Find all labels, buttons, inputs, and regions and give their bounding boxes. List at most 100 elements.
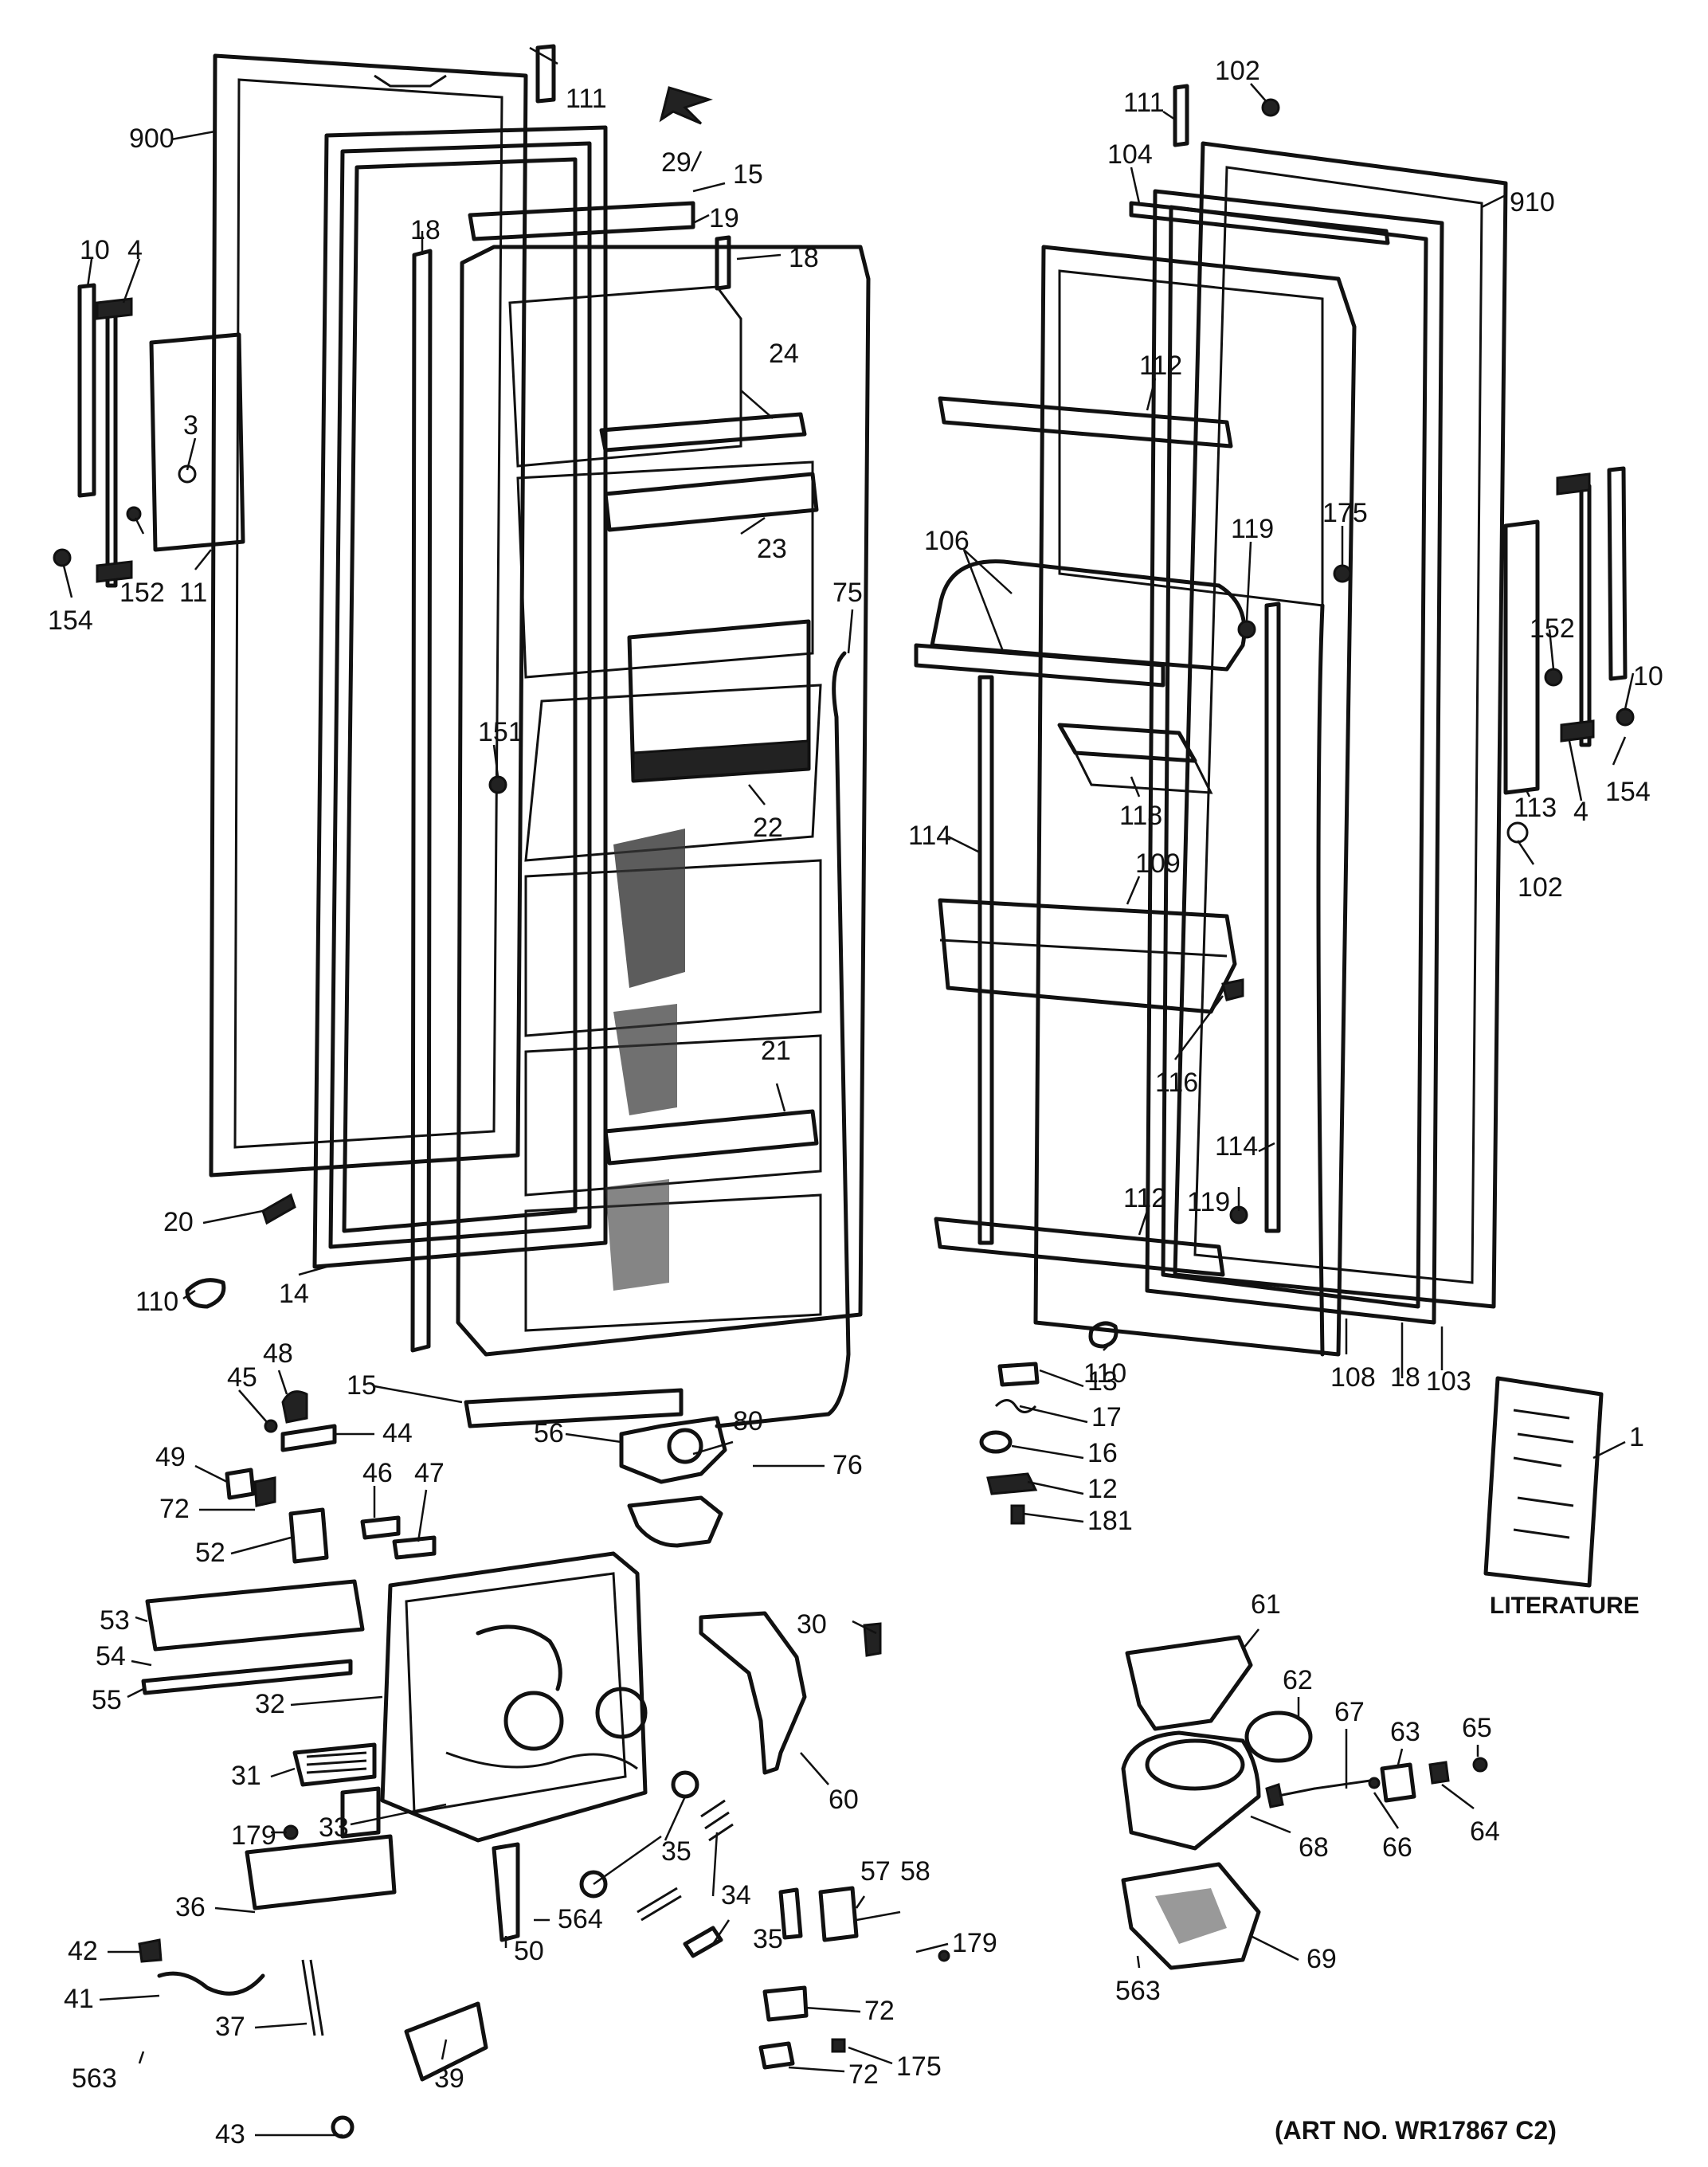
callout-label: 175 bbox=[1322, 498, 1368, 528]
callout-label: 154 bbox=[1605, 777, 1651, 807]
callout-label: 152 bbox=[119, 578, 165, 608]
callout-label: 175 bbox=[896, 2051, 942, 2082]
callout-label: 67 bbox=[1334, 1697, 1365, 1727]
callout-label: 116 bbox=[1155, 1068, 1198, 1098]
callout-label: 110 bbox=[1083, 1358, 1126, 1389]
art-number: (ART NO. WR17867 C2) bbox=[1275, 2116, 1557, 2145]
callout-label: 21 bbox=[761, 1036, 791, 1066]
callout-label: 564 bbox=[558, 1904, 603, 1934]
callout-label: 72 bbox=[864, 1996, 895, 2026]
callout-label: 108 bbox=[1330, 1362, 1376, 1393]
callout-label: 37 bbox=[215, 2012, 245, 2042]
callout-label: 56 bbox=[534, 1418, 564, 1448]
callout-label: 34 bbox=[721, 1880, 751, 1910]
callout-label: 119 bbox=[1231, 514, 1274, 544]
callout-label: 15 bbox=[347, 1370, 377, 1401]
callout-labels: 900 111 29 15 19 18 18 24 23 22 21 151 1… bbox=[48, 56, 1663, 2149]
callout-label: 104 bbox=[1107, 139, 1153, 170]
switches-and-levers bbox=[225, 1390, 723, 1564]
callout-label: 563 bbox=[72, 2063, 117, 2094]
callout-label: 22 bbox=[753, 813, 783, 843]
callout-label: 15 bbox=[733, 159, 763, 190]
door-liner-108 bbox=[1033, 245, 1357, 1357]
callout-label: 45 bbox=[227, 1362, 257, 1393]
callout-label: 900 bbox=[129, 123, 174, 154]
callout-label: 55 bbox=[92, 1685, 122, 1715]
drip-tray-31 bbox=[292, 1742, 377, 1787]
callout-label: 31 bbox=[231, 1761, 261, 1791]
shelf-bars-right bbox=[934, 201, 1390, 1277]
callout-label: 44 bbox=[382, 1418, 413, 1448]
callout-label: 46 bbox=[362, 1458, 393, 1488]
hinge-parts-13-12 bbox=[979, 1362, 1040, 1525]
callout-label: 49 bbox=[155, 1442, 186, 1472]
callout-label: 563 bbox=[1115, 1976, 1161, 2006]
callout-label: 112 bbox=[1123, 1183, 1166, 1213]
outer-door-panel-900 bbox=[209, 53, 528, 1178]
callout-label: 13 bbox=[1087, 1366, 1118, 1397]
dairy-bin-106 bbox=[914, 559, 1247, 688]
lower-hardware bbox=[138, 1622, 950, 2139]
callout-label: 52 bbox=[195, 1538, 225, 1568]
callout-label: 57 bbox=[860, 1856, 891, 1887]
callout-label: 109 bbox=[1135, 848, 1181, 879]
callout-label: 118 bbox=[1119, 801, 1162, 831]
callout-label: 47 bbox=[414, 1458, 445, 1488]
callout-label: 36 bbox=[175, 1892, 206, 1922]
callout-label: 179 bbox=[231, 1820, 276, 1851]
callout-label: 53 bbox=[100, 1605, 130, 1636]
callout-label: 19 bbox=[709, 203, 739, 233]
callout-label: 113 bbox=[1514, 793, 1557, 823]
callout-label: 181 bbox=[1087, 1506, 1133, 1536]
shelf-bars-left bbox=[464, 201, 819, 1428]
callout-label: 43 bbox=[215, 2119, 245, 2149]
literature-1 bbox=[1483, 1376, 1604, 1588]
literature-caption: LITERATURE bbox=[1490, 1593, 1639, 1619]
callout-label: 41 bbox=[64, 1984, 94, 2014]
dispenser-frame-22 bbox=[627, 619, 811, 783]
callout-label: 42 bbox=[68, 1936, 98, 1966]
light-shield-53 bbox=[141, 1579, 365, 1695]
callout-label: 10 bbox=[1633, 661, 1663, 692]
callout-label: 63 bbox=[1390, 1717, 1420, 1747]
callout-label: 54 bbox=[96, 1641, 126, 1671]
bracket-60 bbox=[699, 1611, 807, 1775]
callout-label: 32 bbox=[255, 1689, 285, 1719]
door-strips-18-left bbox=[410, 235, 731, 1353]
callout-label: 119 bbox=[1187, 1187, 1230, 1217]
callout-label: 69 bbox=[1306, 1944, 1337, 1974]
callout-label: 75 bbox=[832, 578, 863, 608]
egg-tray-118 bbox=[1057, 723, 1213, 794]
callout-label: 20 bbox=[163, 1207, 194, 1237]
callout-label: 72 bbox=[159, 1494, 190, 1524]
callout-label: 1 bbox=[1629, 1422, 1644, 1452]
callout-label: 23 bbox=[757, 534, 787, 564]
callout-label: 33 bbox=[319, 1812, 349, 1843]
door-gasket-103 bbox=[1145, 189, 1444, 1325]
callout-label: 60 bbox=[829, 1785, 859, 1815]
callout-label: 68 bbox=[1299, 1832, 1329, 1863]
callout-label: 12 bbox=[1087, 1474, 1118, 1504]
callout-label: 35 bbox=[753, 1924, 783, 1954]
callout-label: 17 bbox=[1091, 1402, 1122, 1432]
callout-label: 64 bbox=[1470, 1816, 1500, 1847]
callout-label: 111 bbox=[1123, 88, 1165, 118]
hinge-bracket-4-10-right bbox=[1503, 466, 1628, 795]
callout-label: 16 bbox=[1087, 1438, 1118, 1468]
housing-68 bbox=[1121, 1730, 1261, 1851]
callout-label: 18 bbox=[410, 215, 441, 245]
callout-label: 152 bbox=[1530, 613, 1575, 644]
callout-label: 50 bbox=[514, 1936, 544, 1966]
callout-label: 102 bbox=[1215, 56, 1260, 86]
callout-label: 18 bbox=[789, 243, 819, 273]
outer-door-panel-910 bbox=[1173, 141, 1508, 1309]
callout-label: 62 bbox=[1283, 1665, 1313, 1695]
callout-label: 103 bbox=[1426, 1366, 1471, 1397]
door-gasket-14 bbox=[312, 125, 608, 1269]
callout-label: 110 bbox=[135, 1287, 178, 1317]
callout-label: 4 bbox=[1573, 797, 1589, 827]
callout-label: 48 bbox=[263, 1338, 293, 1369]
callout-label: 66 bbox=[1382, 1832, 1412, 1863]
rails-114 bbox=[977, 602, 1281, 1245]
